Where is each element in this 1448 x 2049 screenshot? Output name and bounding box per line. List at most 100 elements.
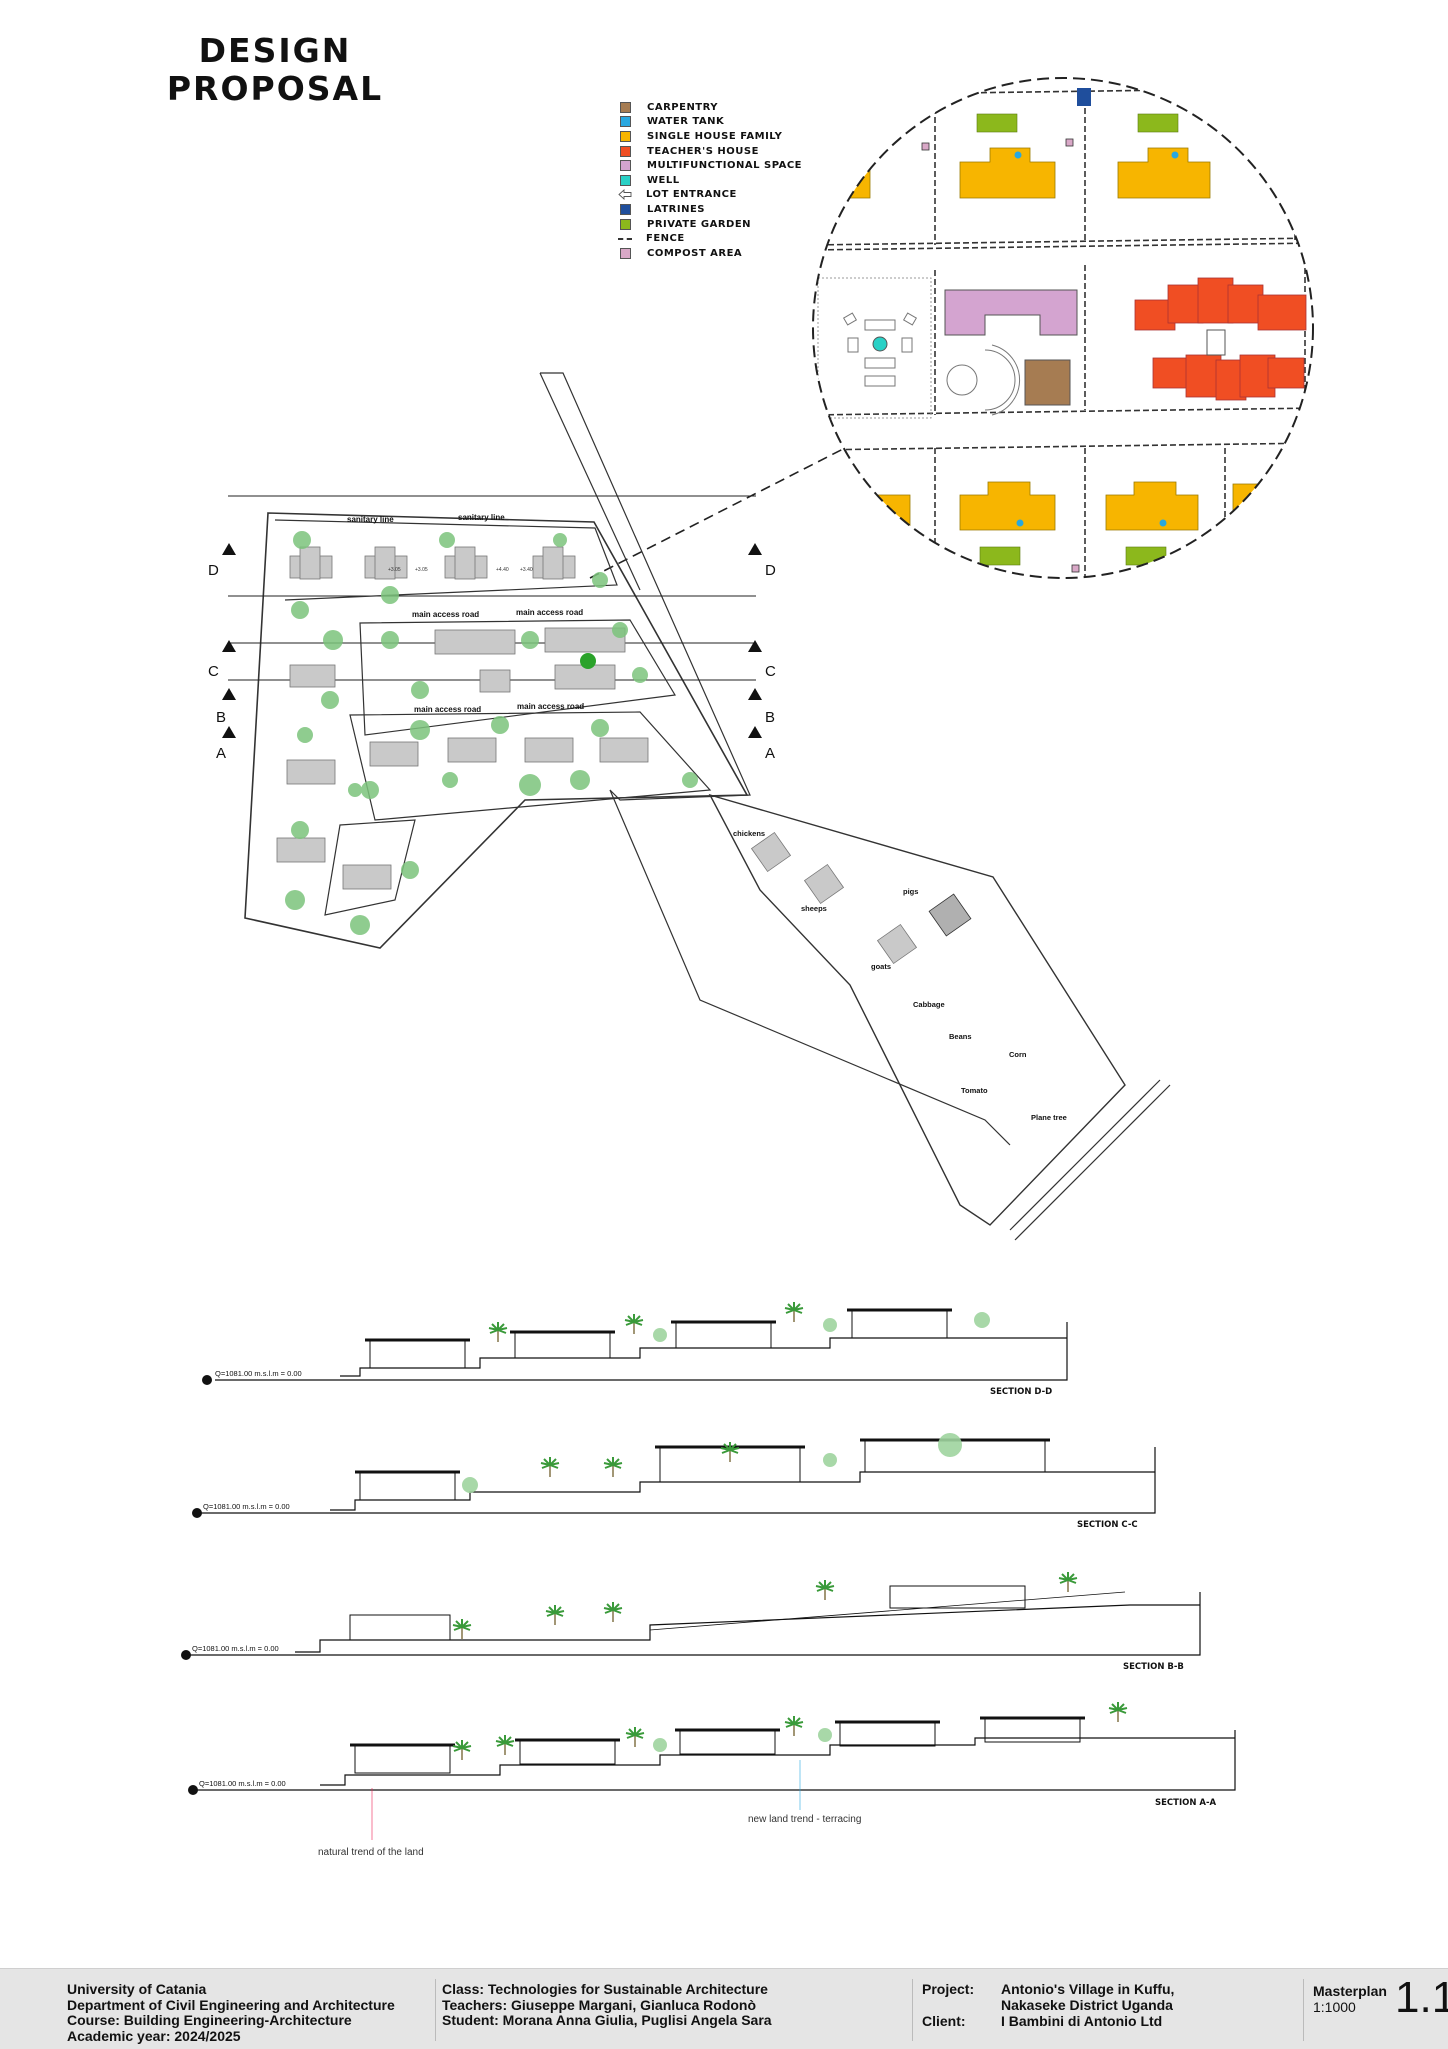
label-road-4: main access road — [517, 702, 584, 711]
section-A-A — [195, 1716, 1236, 1840]
section-C-C — [200, 1438, 1156, 1514]
farm-corn: Corn — [1009, 1050, 1027, 1059]
private-gardens — [976, 113, 1179, 566]
legend-item: FENCE — [612, 231, 842, 246]
label-sanitary-1: sanitary line — [347, 515, 394, 524]
plan-buildings — [276, 546, 972, 965]
sheet-name: Masterplan — [1313, 1983, 1387, 1999]
legend-label: SINGLE HOUSE FAMILY — [647, 130, 783, 142]
private-garden-swatch — [620, 218, 631, 230]
legend-item: CARPENTRY — [612, 100, 842, 115]
section-label-C: SECTION C-C — [1077, 1520, 1138, 1530]
title-line-1: DESIGN — [198, 31, 352, 70]
legend-label: WATER TANK — [647, 116, 725, 128]
legend-item: TEACHER'S HOUSE — [612, 144, 842, 159]
teacher-house-swatch — [620, 145, 631, 157]
legend-item: LATRINES — [612, 202, 842, 217]
lot-entrance-arrow-icon — [618, 189, 632, 201]
section-label-D: SECTION D-D — [990, 1387, 1052, 1397]
sheet-number: 1.1 — [1395, 1973, 1448, 2022]
legend-label: MULTIFUNCTIONAL SPACE — [647, 160, 803, 172]
section-label-A: SECTION A-A — [1155, 1798, 1217, 1808]
carpentry-swatch — [620, 101, 631, 113]
well-area — [842, 312, 918, 387]
datum-B: Q=1081.00 m.s.l.m = 0.00 — [192, 1644, 279, 1653]
label-road-3: main access road — [414, 705, 481, 714]
section-round-trees — [462, 1312, 990, 1752]
legend-label: CARPENTRY — [647, 101, 719, 113]
project-value-1: Antonio's Village in Kuffu, — [1001, 1981, 1175, 1997]
legend-item: SINGLE HOUSE FAMILY — [612, 129, 842, 144]
footer-divider-1 — [435, 1979, 436, 2041]
zoom-detail-circle — [812, 77, 1314, 579]
datum-A: Q=1081.00 m.s.l.m = 0.00 — [199, 1779, 286, 1788]
class-info: Class: Technologies for Sustainable Arch… — [442, 1981, 772, 2029]
plan-section-marks — [222, 543, 762, 738]
legend-item: LOT ENTRANCE — [612, 188, 842, 203]
department-name: Department of Civil Engineering and Arch… — [67, 1996, 395, 2013]
teacher-house — [1134, 277, 1307, 401]
section-B-B — [188, 1585, 1201, 1656]
datum-D: Q=1081.00 m.s.l.m = 0.00 — [215, 1369, 302, 1378]
compost-swatch — [620, 247, 631, 259]
project-value-2: Nakaseke District Uganda — [1001, 1997, 1173, 2013]
latrine — [1077, 88, 1091, 106]
farm-pigs: pigs — [903, 887, 918, 896]
mark-C-left: C — [208, 663, 219, 680]
legend-item: PRIVATE GARDEN — [612, 217, 842, 232]
mark-D-left: D — [208, 562, 219, 579]
multifunctional-space — [944, 289, 1078, 336]
fence-line-icon — [618, 237, 632, 240]
farm-chickens: chickens — [733, 829, 765, 838]
page-title: DESIGN PROPOSAL — [135, 32, 415, 108]
legend-item: MULTIFUNCTIONAL SPACE — [612, 158, 842, 173]
section-label-B: SECTION B-B — [1123, 1662, 1184, 1672]
carpentry-building — [1024, 359, 1071, 406]
mark-C-right: C — [765, 663, 776, 680]
section-palms — [452, 1301, 1128, 1761]
section-D-D — [215, 1308, 1068, 1381]
mark-B-left: B — [216, 709, 226, 726]
single-houses — [829, 147, 1261, 531]
well-swatch — [620, 174, 631, 186]
sheet-info: Masterplan 1:1000 — [1313, 1983, 1387, 2015]
farm-sheeps: sheeps — [801, 904, 827, 913]
height-4: +3.40 — [520, 567, 533, 573]
legend-label: COMPOST AREA — [647, 247, 743, 259]
label-road-1: main access road — [412, 610, 479, 619]
legend-item: WELL — [612, 173, 842, 188]
academic-year: Academic year: 2024/2025 — [67, 2027, 241, 2044]
legend-label: LATRINES — [647, 203, 705, 215]
label-road-2: main access road — [516, 608, 583, 617]
sheet-scale: 1:1000 — [1313, 1998, 1356, 2015]
legend-item: WATER TANK — [612, 115, 842, 130]
university-name: University of Catania — [67, 1981, 207, 1997]
legend: CARPENTRY WATER TANK SINGLE HOUSE FAMILY TE… — [612, 100, 842, 261]
label-sanitary-2: sanitary line — [458, 513, 505, 522]
farm-labels: chickens sheeps pigs goats Cabbage Beans… — [733, 829, 1067, 1122]
masterplan-drawing: D D C C B B A A sanitary line sanitary l… — [181, 77, 1314, 1858]
plan-trees — [285, 531, 698, 935]
height-2: +3.05 — [415, 567, 428, 573]
legend-label: TEACHER'S HOUSE — [647, 145, 759, 157]
project-label: Project: — [922, 1981, 975, 1997]
height-1: +3.05 — [388, 567, 401, 573]
footer-divider-3 — [1303, 1979, 1304, 2041]
multifunctional-swatch — [620, 160, 631, 172]
mark-A-left: A — [216, 745, 226, 762]
water-tank-swatch — [620, 116, 631, 128]
terracing-label: new land trend - terracing — [748, 1814, 861, 1825]
client-label: Client: — [922, 2013, 966, 2029]
farm-tomato: Tomato — [961, 1086, 988, 1095]
datum-points — [181, 1375, 212, 1795]
farm-plane-tree: Plane tree — [1031, 1113, 1067, 1122]
farm-goats: goats — [871, 962, 891, 971]
title-block: University of Catania Department of Civi… — [0, 1968, 1448, 2049]
title-line-2: PROPOSAL — [166, 69, 384, 108]
footer-divider-2 — [912, 1979, 913, 2041]
teachers: Teachers: Giuseppe Margani, Gianluca Rod… — [442, 1996, 757, 2013]
client-value: I Bambini di Antonio Ltd — [1001, 2013, 1163, 2029]
course-name: Course: Building Engineering-Architectur… — [67, 2012, 352, 2028]
class-name: Class: Technologies for Sustainable Arch… — [442, 1981, 768, 1997]
legend-item: COMPOST AREA — [612, 246, 842, 261]
